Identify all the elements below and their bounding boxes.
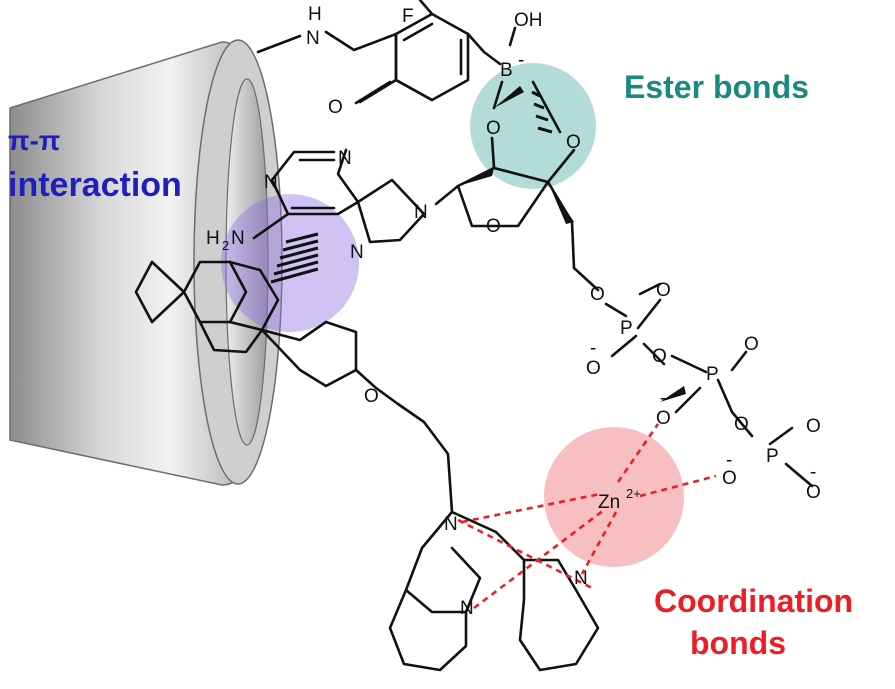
atom-O-alpha-minus-sign: -	[590, 338, 596, 359]
atom-O-5prime: O	[590, 284, 605, 305]
atom-O-alpha-double: O	[656, 280, 671, 301]
atom-O-beta-minus-sign: -	[660, 388, 666, 409]
atom-N-amine: N	[444, 514, 458, 535]
atom-O-gamma: O	[722, 468, 737, 489]
atom-O-alpha-minus: O	[586, 358, 601, 379]
ester-bonds-label: Ester bonds	[624, 69, 809, 105]
atom-N-pyridine-right: N	[574, 568, 588, 589]
atom-H2N-H: H	[206, 228, 220, 249]
atom-B-charge: -	[518, 50, 524, 71]
atom-Zn: Zn	[598, 492, 620, 513]
ribose-wedge-2	[548, 182, 574, 224]
atom-N-adenine-left: N	[264, 172, 278, 193]
ribose-wedge-1	[458, 168, 494, 186]
atom-O-beta-double: O	[744, 334, 759, 355]
atom-O-gamma-double: O	[806, 416, 821, 437]
atom-N-glycosidic: N	[414, 202, 428, 223]
atom-O-ester-left: O	[486, 118, 501, 139]
atom-N-amide: N	[306, 28, 320, 49]
coordination-label: Coordination	[654, 583, 853, 619]
molecule-bonds	[134, 0, 814, 672]
coordination-lines	[457, 423, 717, 610]
atom-O-ribose: O	[486, 216, 501, 237]
atom-labels: H N F O OH B - O O O N N N N H 2 N O O P…	[206, 4, 821, 619]
atom-O-ether: O	[364, 386, 379, 407]
zinc-highlight-circle	[544, 427, 684, 567]
atom-H2N-N: N	[231, 228, 245, 249]
cyclodextrin-cone	[9, 39, 283, 486]
atom-Zn-charge: 2+	[626, 486, 641, 501]
ester-highlight-circle	[470, 63, 596, 189]
atom-OH: OH	[514, 10, 543, 31]
interaction-label: interaction	[8, 166, 182, 204]
stereo-bonds	[270, 90, 553, 284]
atom-N-pyridine-left: N	[460, 598, 474, 619]
atom-O-bridge-1: O	[652, 346, 667, 367]
atom-O-beta-minus: O	[656, 408, 671, 429]
ester-wedge	[494, 86, 524, 108]
atom-O-gamma-minus-sign: -	[726, 450, 732, 471]
atom-P-beta: P	[706, 364, 719, 385]
atom-P-alpha: P	[620, 318, 633, 339]
atom-O-ester-right: O	[566, 132, 581, 153]
atom-P-gamma: P	[766, 446, 779, 467]
atom-N-adenine-top: N	[338, 148, 352, 169]
phosphate-wedge	[660, 386, 686, 402]
atom-H2N-subscript: 2	[222, 238, 229, 253]
pi-pi-label: π-π	[8, 125, 60, 156]
bonds-label: bonds	[690, 625, 786, 661]
atom-H-amide: H	[308, 4, 322, 25]
atom-O-carbonyl: O	[328, 97, 343, 118]
atom-N-imidazole: N	[350, 242, 364, 263]
atom-O-gamma-terminal-minus: -	[810, 462, 816, 483]
atom-B: B	[500, 60, 513, 81]
atom-O-gamma-terminal: O	[806, 482, 821, 503]
atom-F: F	[402, 6, 414, 27]
atom-O-bridge-2: O	[734, 414, 749, 435]
